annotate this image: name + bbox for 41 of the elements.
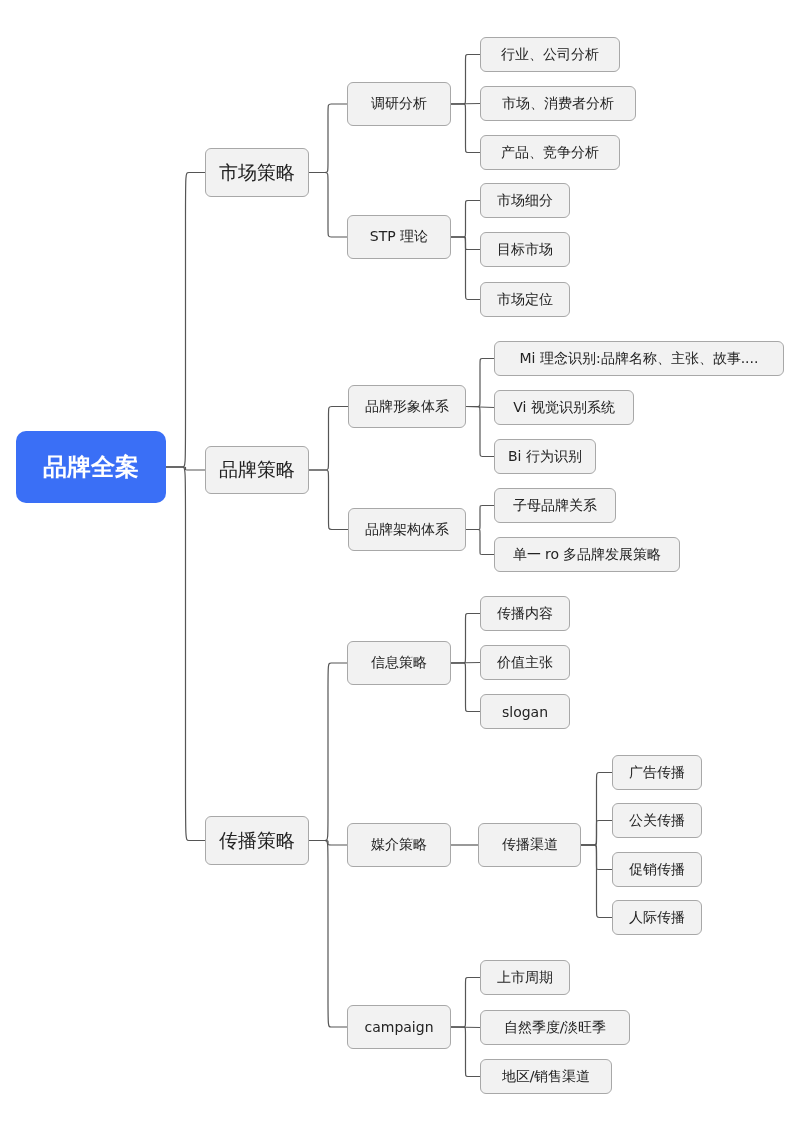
topic-box: Mi 理念识别:品牌名称、主张、故事.... [494, 341, 784, 376]
topic-box: 传播策略 [205, 816, 309, 865]
connector-line [465, 405, 495, 458]
topic-box: 价值主张 [480, 645, 570, 680]
topic-box: 市场策略 [205, 148, 309, 197]
connector-line [580, 844, 613, 919]
topic-box: 品牌架构体系 [348, 508, 466, 551]
topic-box: Vi 视觉识别系统 [494, 390, 634, 425]
connector-line [165, 466, 206, 842]
topic-box: 产品、竞争分析 [480, 135, 620, 170]
topic-box: 地区/销售渠道 [480, 1059, 612, 1094]
topic-box: 信息策略 [347, 641, 451, 685]
topic-box: slogan [480, 694, 570, 729]
topic-box: 市场、消费者分析 [480, 86, 636, 121]
topic-box: 市场定位 [480, 282, 570, 317]
topic-box: 调研分析 [347, 82, 451, 126]
topic-box: 目标市场 [480, 232, 570, 267]
topic-box: 人际传播 [612, 900, 702, 935]
connector-line [308, 469, 349, 531]
connector-line [450, 844, 479, 846]
topic-box: 传播渠道 [478, 823, 581, 867]
topic-box: 公关传播 [612, 803, 702, 838]
topic-box: 品牌策略 [205, 446, 309, 494]
topic-box: 促销传播 [612, 852, 702, 887]
topic-box: 行业、公司分析 [480, 37, 620, 72]
topic-box: STP 理论 [347, 215, 451, 259]
connector-line [308, 839, 348, 1028]
topic-box: campaign [347, 1005, 451, 1049]
topic-box: 上市周期 [480, 960, 570, 995]
topic-box: 媒介策略 [347, 823, 451, 867]
topic-box: Bi 行为识别 [494, 439, 596, 474]
connector-line [308, 171, 348, 238]
topic-box: 单一 ro 多品牌发展策略 [494, 537, 680, 572]
topic-box: 广告传播 [612, 755, 702, 790]
topic-box: 市场细分 [480, 183, 570, 218]
topic-box: 子母品牌关系 [494, 488, 616, 523]
connector-line [465, 528, 495, 556]
topic-box: 传播内容 [480, 596, 570, 631]
topic-box: 自然季度/淡旺季 [480, 1010, 630, 1045]
topic-box: 品牌形象体系 [348, 385, 466, 428]
root-topic: 品牌全案 [16, 431, 166, 503]
